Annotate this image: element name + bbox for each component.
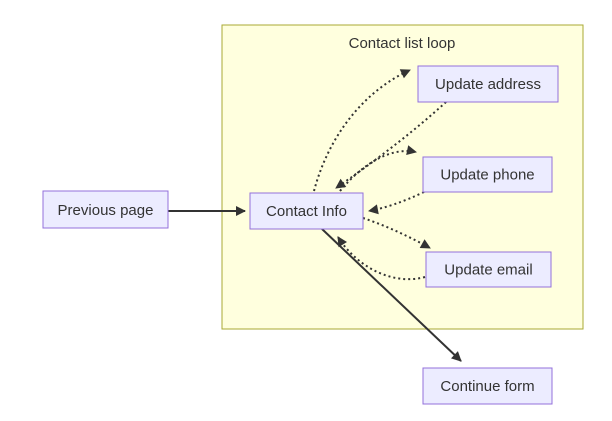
node-contact-info: Contact Info [249, 192, 364, 230]
node-continue-form-box [422, 367, 553, 405]
node-continue-form: Continue form [422, 367, 553, 405]
node-previous-page-label: Previous page [58, 202, 154, 219]
node-update-email-label: Update email [444, 261, 532, 278]
cluster-title: Contact list loop [349, 35, 456, 52]
node-continue-form-label: Continue form [440, 378, 534, 395]
node-update-email-box [425, 251, 552, 288]
edge-update-email-to-contact-info [337, 236, 426, 281]
node-update-email: Update email [425, 251, 552, 288]
edge-contact-info-to-update-phone [339, 145, 417, 192]
node-previous-page-box [42, 190, 169, 229]
edge-contact-info-to-update-address [313, 69, 411, 192]
node-contact-info-box [249, 192, 364, 230]
node-previous-page: Previous page [42, 190, 169, 229]
node-update-phone-label: Update phone [440, 166, 534, 183]
node-contact-info-label: Contact Info [266, 203, 347, 220]
node-update-phone-box [422, 156, 553, 193]
node-update-phone: Update phone [422, 156, 553, 193]
edge-contact-info-to-continue-form [321, 228, 462, 362]
edge-update-phone-to-contact-info [368, 191, 425, 215]
edge-update-address-to-contact-info [335, 101, 447, 189]
node-update-address-box [417, 65, 559, 103]
node-update-address: Update address [417, 65, 559, 103]
node-update-address-label: Update address [435, 76, 541, 93]
